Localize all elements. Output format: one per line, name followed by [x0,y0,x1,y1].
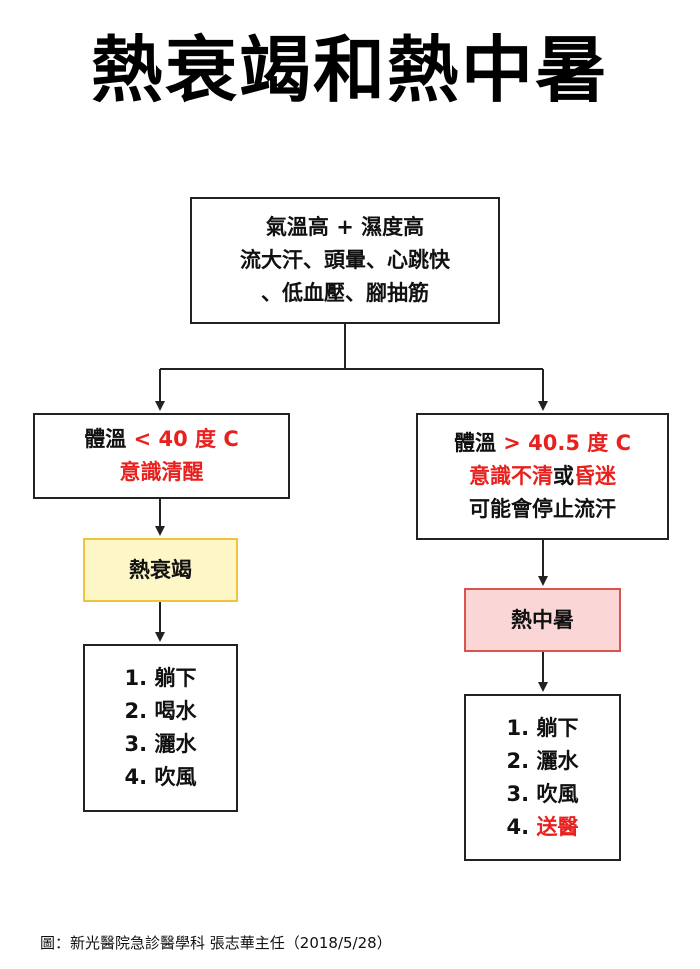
right-temperature-line: 體溫 > 40.5 度 C [454,427,631,460]
right-step-item-send-to-hospital: 4. 送醫 [507,811,579,844]
right-step-item: 2. 灑水 [506,748,579,773]
right-step-item: 3. 吹風 [506,781,579,806]
right-consciousness-a: 意識不清 [469,464,553,488]
left-steps-list: 1. 躺下 2. 喝水 3. 灑水 4. 吹風 [125,662,197,794]
left-consciousness: 意識清醒 [119,460,204,484]
right-steps-box: 1. 躺下 2. 灑水 3. 吹風 4. 送醫 [464,694,621,861]
symptoms-box: 氣溫高 + 濕度高 流大汗、頭暈、心跳快 、低血壓、腳抽筋 [190,197,500,324]
image-credit: 圖：新光醫院急診醫學科 張志華主任（2018/5/28） [40,934,392,952]
heat-exhaustion-label: 熱衰竭 [129,557,192,582]
left-temp-label: 體溫 [84,427,127,451]
heat-stroke-label: 熱中暑 [511,607,574,632]
right-sweat-line: 可能會停止流汗 [469,497,616,521]
right-temp-label: 體溫 [453,431,496,455]
left-step-item: 1. 躺下 [124,666,197,690]
right-step4-text: 送醫 [536,814,579,839]
right-consciousness-b: 昏迷 [574,464,616,488]
left-temp-value: < 40 度 C [133,427,239,451]
right-consciousness-or: 或 [553,464,574,488]
symptoms-line-1: 氣溫高 + 濕度高 [265,215,425,239]
symptoms-line-3: 、低血壓、腳抽筋 [261,281,429,305]
right-temp-value: > 40.5 度 C [503,431,632,455]
right-steps-list: 1. 躺下 2. 灑水 3. 吹風 4. 送醫 [507,712,579,844]
right-consciousness-line: 意識不清或昏迷 [469,460,616,493]
left-step-item: 4. 吹風 [124,765,197,789]
left-step-item: 2. 喝水 [124,699,197,723]
heat-stroke-box: 熱中暑 [464,588,621,652]
right-condition-box: 體溫 > 40.5 度 C 意識不清或昏迷 可能會停止流汗 [416,413,669,540]
left-condition-box: 體溫 < 40 度 C 意識清醒 [33,413,290,499]
right-step-item: 1. 躺下 [506,715,579,740]
page-title: 熱衰竭和熱中暑 [90,27,609,112]
left-temperature-line: 體溫 < 40 度 C [84,423,238,456]
heat-exhaustion-box: 熱衰竭 [83,538,238,602]
symptoms-line-2: 流大汗、頭暈、心跳快 [240,248,450,272]
left-step-item: 3. 灑水 [124,732,197,756]
right-step4-number: 4. [506,814,530,839]
left-steps-box: 1. 躺下 2. 喝水 3. 灑水 4. 吹風 [83,644,238,812]
